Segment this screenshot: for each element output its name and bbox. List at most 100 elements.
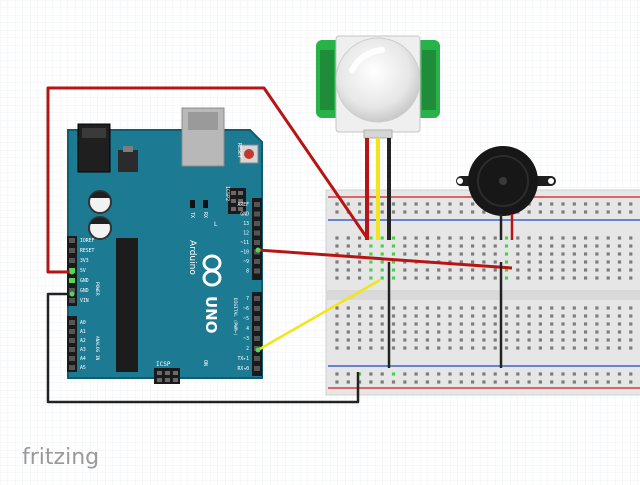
breadboard-hole xyxy=(595,252,599,256)
breadboard-hole xyxy=(561,338,565,342)
breadboard-hole xyxy=(358,372,362,376)
arduino-brand-text: Arduino xyxy=(187,240,197,275)
power-pin-label: RESET xyxy=(80,248,95,254)
breadboard-hole xyxy=(629,330,633,334)
breadboard-hole xyxy=(346,380,350,384)
breadboard-hole xyxy=(606,260,610,264)
breadboard-hole xyxy=(550,276,554,280)
breadboard-hole xyxy=(369,202,373,206)
breadboard-hole xyxy=(437,268,441,272)
power-pin-label: VIN xyxy=(80,298,89,304)
breadboard-hole xyxy=(595,276,599,280)
breadboard-hole xyxy=(380,268,384,272)
breadboard-hole xyxy=(527,210,531,214)
breadboard-hole xyxy=(335,330,339,334)
breadboard-hole xyxy=(369,314,373,318)
breadboard-hole xyxy=(459,346,463,350)
digital-pin xyxy=(254,202,260,207)
breadboard-hole xyxy=(437,276,441,280)
breadboard-hole xyxy=(527,260,531,264)
breadboard-hole xyxy=(572,372,576,376)
breadboard-hole xyxy=(448,260,452,264)
breadboard-hole xyxy=(606,244,610,248)
breadboard-hole xyxy=(482,330,486,334)
power-pin xyxy=(69,248,75,253)
breadboard-hole xyxy=(617,322,622,326)
breadboard-hole xyxy=(538,244,542,248)
breadboard-hole xyxy=(561,202,565,206)
digital-pin xyxy=(254,211,260,217)
breadboard-hole xyxy=(391,210,396,214)
breadboard-hole xyxy=(504,372,509,376)
icsp2-pin xyxy=(238,191,243,195)
tx-led xyxy=(190,200,195,208)
breadboard-hole xyxy=(572,346,576,350)
breadboard-hole xyxy=(414,380,418,384)
breadboard-hole xyxy=(358,252,362,256)
breadboard-hole xyxy=(425,268,429,272)
breadboard-hole xyxy=(403,236,407,240)
5v-endpoint xyxy=(69,269,75,275)
breadboard-hole xyxy=(459,236,463,240)
breadboard-hole xyxy=(380,372,384,376)
breadboard-hole xyxy=(504,314,509,318)
breadboard-hole xyxy=(595,244,599,248)
breadboard-hole xyxy=(504,276,509,280)
breadboard-hole xyxy=(584,202,588,206)
uno-logo-text: UNO xyxy=(202,296,220,334)
breadboard-hole xyxy=(516,346,520,350)
breadboard-hole xyxy=(482,372,486,376)
breadboard-hole xyxy=(617,260,622,264)
digital-header-title: DIGITAL (PWM~) xyxy=(232,298,238,336)
breadboard-hole xyxy=(425,346,429,350)
breadboard-hole xyxy=(595,330,599,334)
breadboard-hole xyxy=(437,314,441,318)
breadboard-hole xyxy=(471,276,475,280)
breadboard-hole xyxy=(527,276,531,280)
breadboard-hole xyxy=(414,306,418,310)
breadboard-hole xyxy=(471,252,475,256)
digital-pin-label: GND xyxy=(240,212,249,218)
breadboard-hole xyxy=(572,338,576,342)
breadboard-hole xyxy=(369,372,373,376)
breadboard-hole xyxy=(471,314,475,318)
breadboard-hole xyxy=(572,236,576,240)
breadboard-hole xyxy=(358,236,362,240)
breadboard-hole xyxy=(335,202,339,206)
breadboard-hole xyxy=(538,338,542,342)
breadboard-hole xyxy=(561,314,565,318)
breadboard-hole xyxy=(358,268,362,272)
breadboard-hole xyxy=(572,330,576,334)
capacitor-2-marking xyxy=(90,217,110,224)
breadboard-hole xyxy=(617,372,622,376)
breadboard-hole xyxy=(572,322,576,326)
breadboard-hole xyxy=(606,314,610,318)
breadboard-hole xyxy=(538,202,542,206)
atmega-chip xyxy=(116,238,138,372)
breadboard-hole xyxy=(572,252,576,256)
breadboard-hole xyxy=(448,236,452,240)
breadboard-hole xyxy=(471,372,475,376)
breadboard-hole xyxy=(516,276,520,280)
digital-pin-label: ~6 xyxy=(243,306,249,312)
breadboard-hole xyxy=(437,236,441,240)
breadboard-hole xyxy=(629,346,633,350)
breadboard-hole xyxy=(550,202,554,206)
power-pin xyxy=(69,288,75,293)
breadboard-hole xyxy=(403,338,407,342)
breadboard-hole xyxy=(629,322,633,326)
breadboard-hole xyxy=(572,244,576,248)
breadboard-hole xyxy=(516,244,520,248)
reset-button-cap[interactable] xyxy=(244,149,254,159)
breadboard-hole xyxy=(584,236,588,240)
breadboard-hole xyxy=(550,330,554,334)
digital-pin-label: 2 xyxy=(246,346,249,352)
breadboard-hole xyxy=(516,268,520,272)
analog-pin-label: A2 xyxy=(80,338,86,344)
breadboard-hole xyxy=(335,346,339,350)
breadboard-hole xyxy=(425,322,429,326)
breadboard-hole xyxy=(606,330,610,334)
breadboard-hole xyxy=(538,322,542,326)
breadboard-hole xyxy=(527,314,531,318)
breadboard-hole xyxy=(369,380,373,384)
